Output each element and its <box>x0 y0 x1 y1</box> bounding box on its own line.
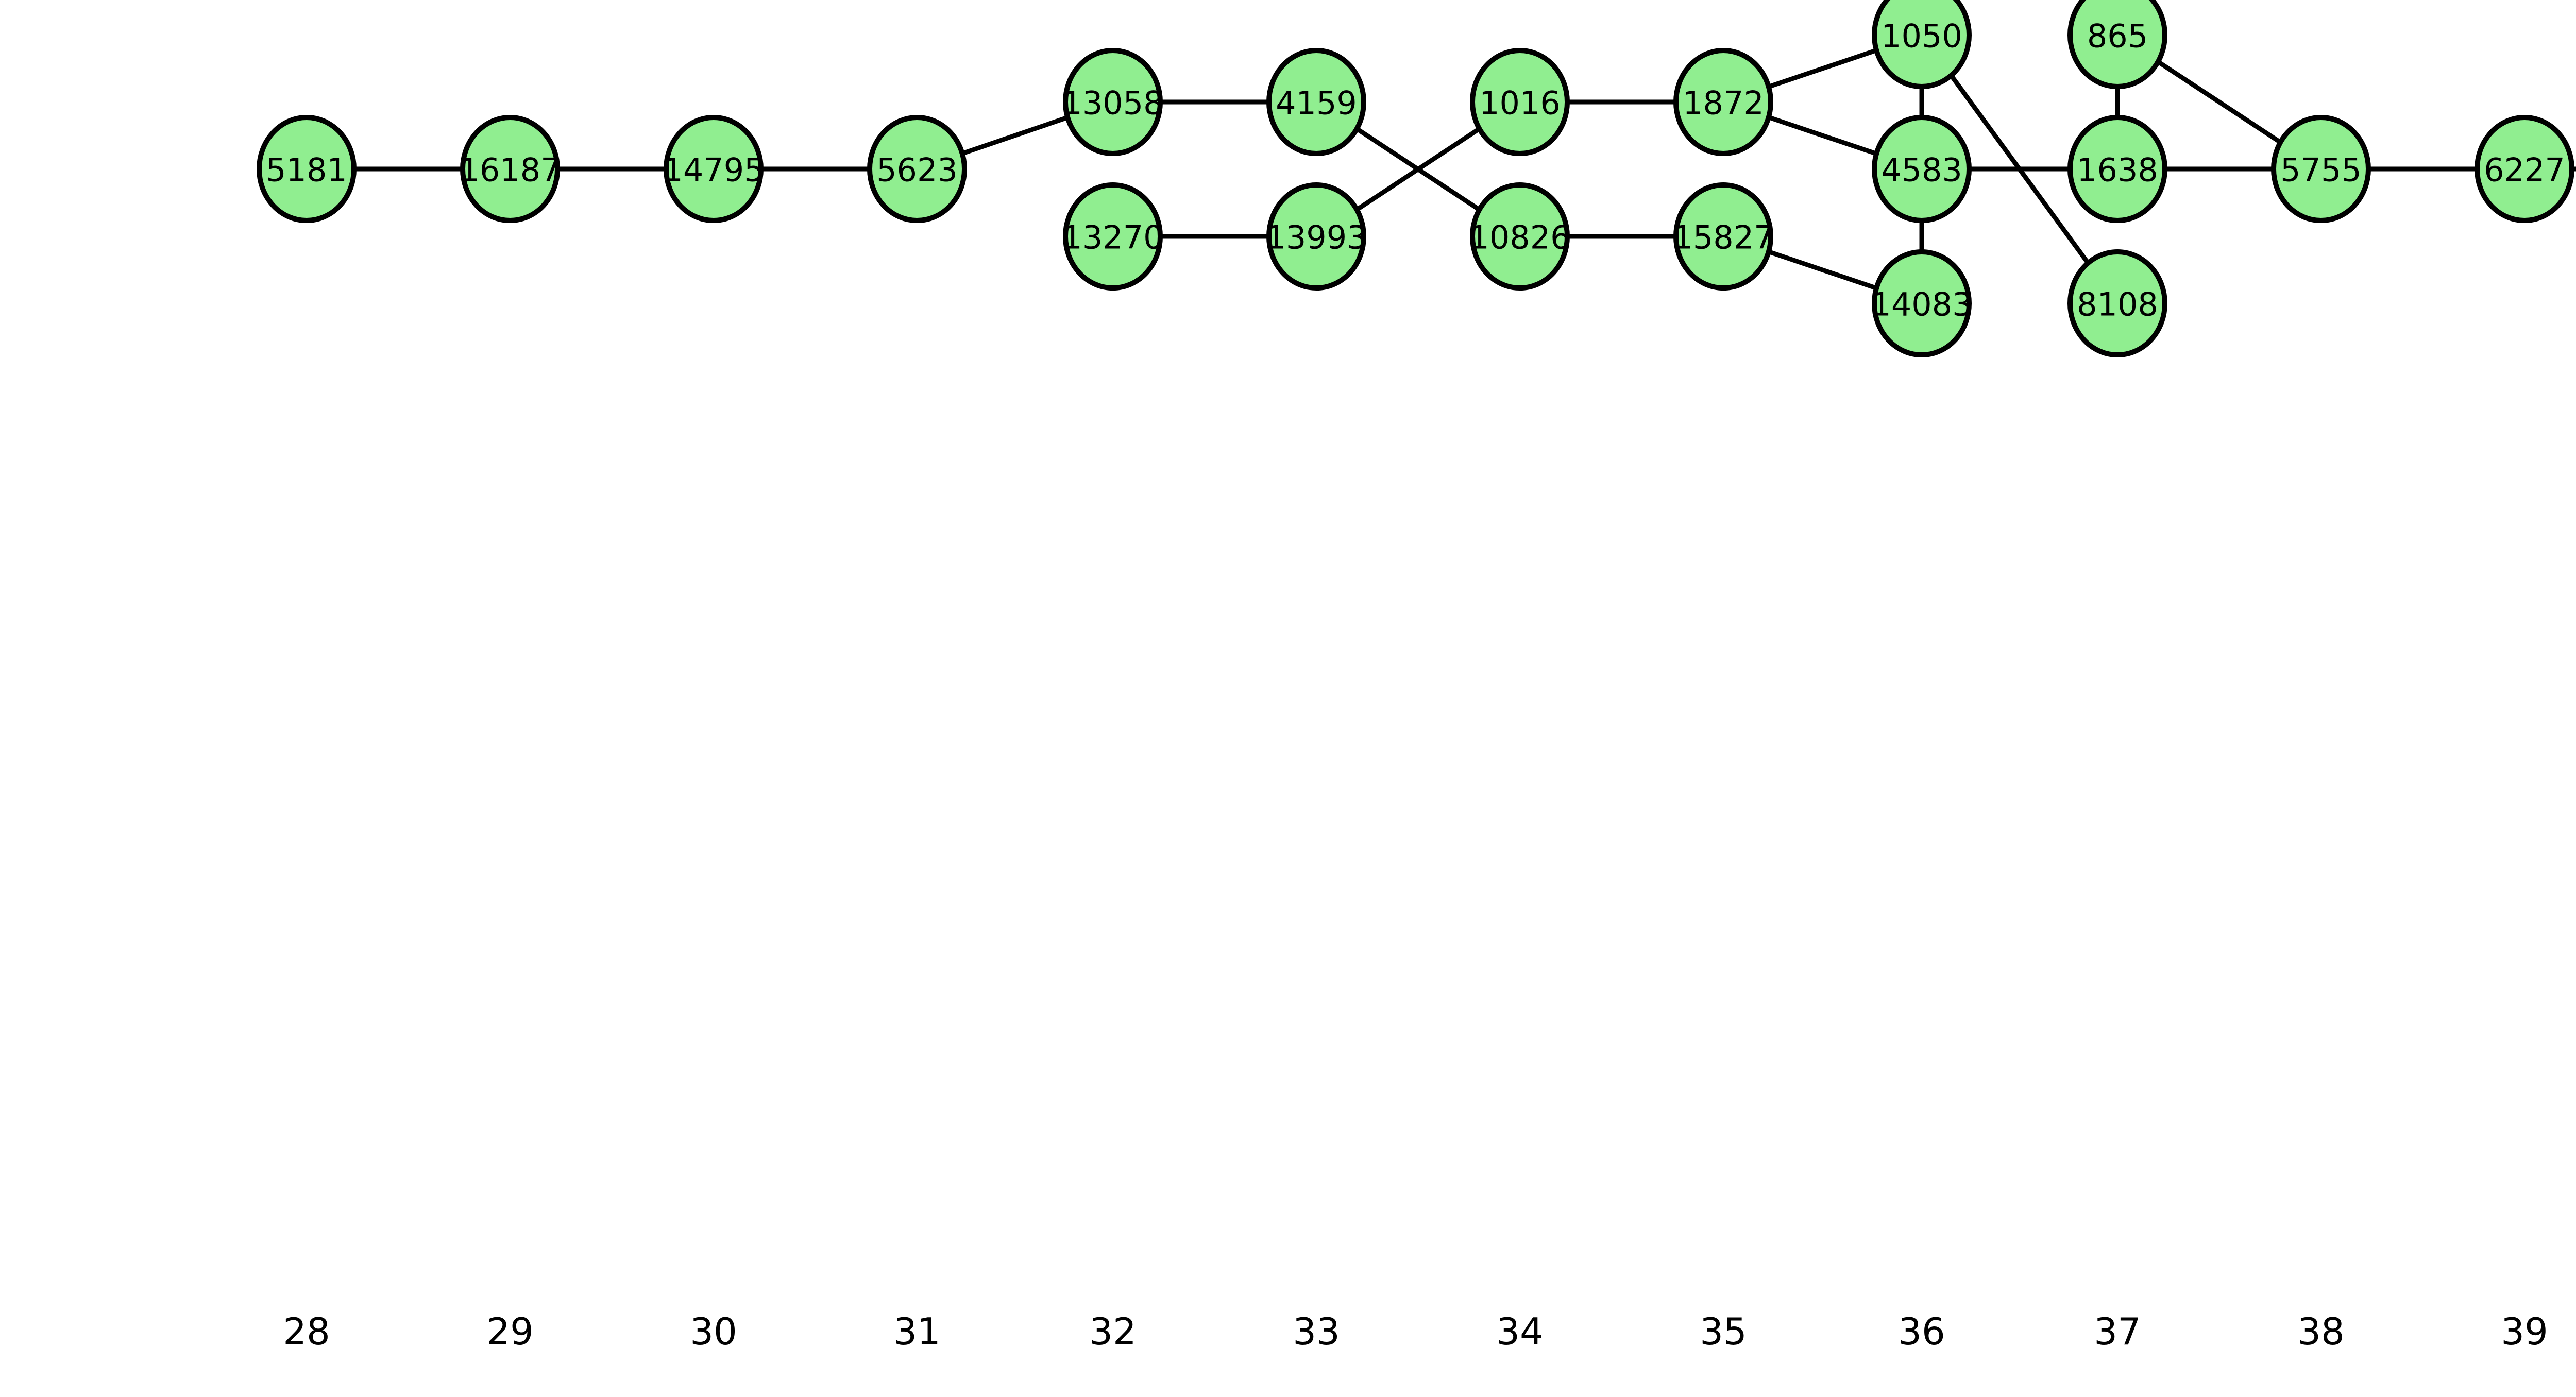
node-label: 5181 <box>266 151 347 189</box>
graph-node[interactable]: 10826 <box>1469 182 1571 291</box>
node-label: 1872 <box>1683 84 1764 122</box>
node-label: 13270 <box>1062 219 1163 257</box>
node-label: 1638 <box>2077 151 2158 189</box>
node-ellipse[interactable] <box>2475 115 2574 223</box>
node-ellipse[interactable] <box>460 115 560 223</box>
node-ellipse[interactable] <box>1673 182 1773 291</box>
axis-tick-label: 34 <box>1496 1310 1544 1353</box>
node-ellipse[interactable] <box>1872 115 1972 223</box>
axis-tick-label: 30 <box>690 1310 737 1353</box>
node-label: 4159 <box>1276 84 1357 122</box>
graph-node[interactable]: 5755 <box>2271 115 2371 223</box>
axis-tick-label: 31 <box>893 1310 941 1353</box>
node-ellipse[interactable] <box>2067 115 2167 223</box>
node-label: 14083 <box>1871 286 1972 323</box>
node-ellipse[interactable] <box>2067 0 2167 89</box>
node-layer: 1050 865 13058 4159 1016 1872 5181 16187 14795 56… <box>257 0 2574 357</box>
axis-tick-label: 36 <box>1898 1310 1945 1353</box>
graph-node[interactable]: 13993 <box>1265 182 1367 291</box>
node-label: 10826 <box>1469 219 1570 257</box>
graph-node[interactable]: 15827 <box>1672 182 1774 291</box>
node-label: 4583 <box>1881 151 1962 189</box>
graph-node[interactable]: 13270 <box>1062 182 1164 291</box>
node-label: 16187 <box>459 151 561 189</box>
node-ellipse[interactable] <box>867 115 967 223</box>
axis-tick-label: 35 <box>1700 1310 1747 1353</box>
node-ellipse[interactable] <box>1266 48 1366 156</box>
node-label: 13058 <box>1062 84 1163 122</box>
graph-edge <box>1768 115 1877 156</box>
graph-node[interactable]: 6227 <box>2475 115 2574 223</box>
axis-tick-label: 39 <box>2501 1310 2548 1353</box>
graph-node[interactable]: 4583 <box>1872 115 1972 223</box>
node-ellipse[interactable] <box>1470 48 1570 156</box>
node-label: 5623 <box>876 151 958 189</box>
node-label: 1016 <box>1479 84 1561 122</box>
graph-node[interactable]: 1638 <box>2067 115 2167 223</box>
node-label: 14795 <box>663 151 764 189</box>
graph-node[interactable]: 14795 <box>663 115 765 223</box>
node-label: 8108 <box>2077 286 2158 323</box>
node-label: 865 <box>2087 18 2148 55</box>
graph-edge <box>961 115 1069 156</box>
graph-edge <box>1768 249 1877 291</box>
axis-tick-label: 29 <box>486 1310 534 1353</box>
node-ellipse[interactable] <box>1470 182 1570 291</box>
graph-node[interactable]: 4159 <box>1266 48 1366 156</box>
graph-node[interactable]: 5181 <box>257 115 357 223</box>
graph-node[interactable]: 1872 <box>1673 48 1773 156</box>
axis-tick-label: 38 <box>2297 1310 2345 1353</box>
graph-node[interactable]: 14083 <box>1871 249 1973 357</box>
node-ellipse[interactable] <box>2067 249 2167 357</box>
node-ellipse[interactable] <box>257 115 357 223</box>
graph-edge <box>1355 127 1481 212</box>
node-ellipse[interactable] <box>1673 48 1773 156</box>
node-label: 13993 <box>1265 219 1367 257</box>
node-ellipse[interactable] <box>1063 48 1163 156</box>
axis-tick-label: 28 <box>283 1310 330 1353</box>
node-label: 5755 <box>2280 151 2362 189</box>
graph-node[interactable]: 13058 <box>1062 48 1164 156</box>
node-ellipse[interactable] <box>1266 182 1366 291</box>
graph-node[interactable]: 16187 <box>459 115 561 223</box>
node-ellipse[interactable] <box>1872 249 1972 357</box>
graph-node[interactable]: 8108 <box>2067 249 2167 357</box>
graph-node[interactable]: 1050 <box>1872 0 1972 89</box>
node-ellipse[interactable] <box>2271 115 2371 223</box>
node-label: 6227 <box>2484 151 2565 189</box>
graph-node[interactable]: 1016 <box>1470 48 1570 156</box>
node-label: 15827 <box>1672 219 1774 257</box>
node-label: 1050 <box>1881 18 1962 55</box>
axis-tick-label: 37 <box>2094 1310 2141 1353</box>
graph-edge <box>2157 60 2282 144</box>
node-ellipse[interactable] <box>1872 0 1972 89</box>
node-ellipse[interactable] <box>664 115 764 223</box>
axis-tick-label: 32 <box>1089 1310 1137 1353</box>
axis-tick-labels: 2829303132333435363738394041 <box>283 1310 2548 1353</box>
graph-edge <box>1768 48 1877 89</box>
axis-tick-label: 33 <box>1293 1310 1340 1353</box>
graph-node[interactable]: 865 <box>2067 0 2167 89</box>
graph-node[interactable]: 5623 <box>867 115 967 223</box>
node-ellipse[interactable] <box>1063 182 1163 291</box>
